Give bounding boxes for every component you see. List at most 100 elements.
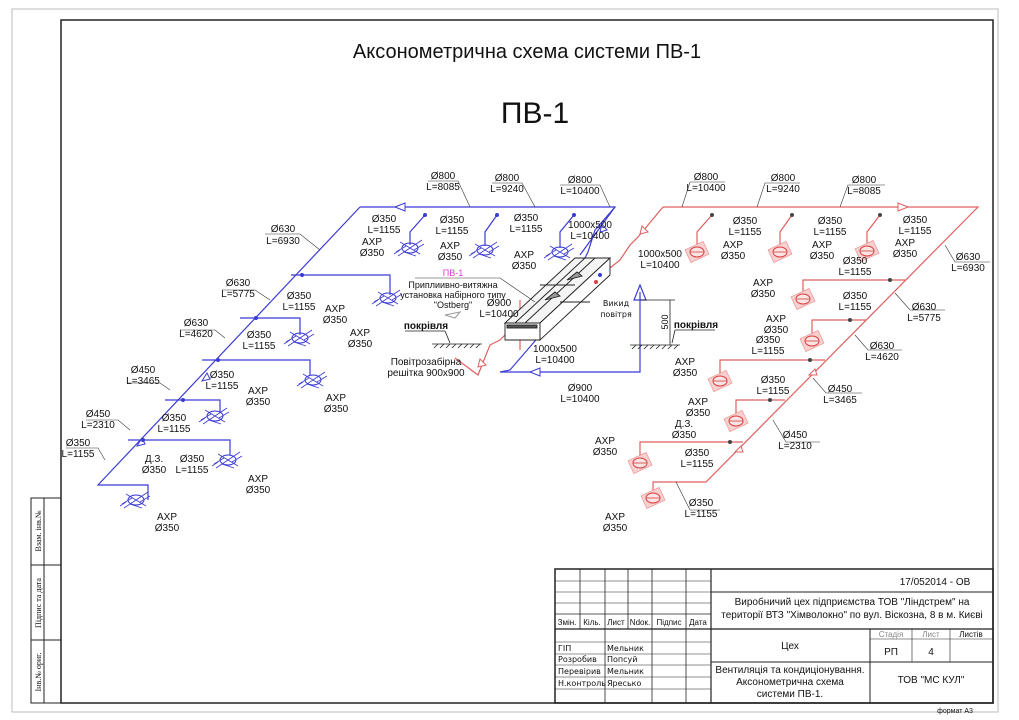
stage-header: Стадія: [879, 630, 904, 639]
col-header: Підпис: [657, 618, 682, 627]
exhaust-branch: [779, 214, 793, 248]
flow-arrow-icon: [733, 445, 744, 453]
diffuser-icon: [640, 486, 666, 510]
unit-desc: установка набірного типу: [400, 290, 506, 300]
dimension-label: L=1155: [681, 459, 714, 470]
role-label: Н.контроль: [558, 679, 606, 688]
diffuser-icon: [799, 329, 825, 353]
dimension-label: Ø350: [689, 498, 714, 509]
flow-arrow-icon: [599, 222, 608, 233]
dimension-label: Ø450: [86, 409, 111, 420]
diffuser-icon: [468, 241, 500, 259]
unit-leader: [415, 277, 536, 303]
dimension-label: АХР: [723, 240, 743, 251]
dimension-label: L=3465: [126, 376, 160, 387]
diffuser-icon: [684, 240, 710, 264]
dimension-label: L=5775: [907, 313, 941, 324]
dimension-label: АХР: [362, 237, 382, 248]
stage-value: РП: [884, 647, 898, 658]
dimension-label: L=4620: [179, 329, 213, 340]
supply-labels: Ø800 L=8085 Ø800 L=9240 Ø800 L=10400 Ø63…: [62, 171, 613, 534]
dimension-label: Ø350: [685, 448, 710, 459]
flow-arrow-icon: [639, 225, 649, 235]
dimension-label: АХР: [440, 241, 460, 252]
dimension-label: Ø350: [843, 291, 868, 302]
dimension-label: Ø350: [440, 215, 465, 226]
dimension-label: L=1155: [729, 227, 762, 238]
dimension-label: L=1155: [158, 424, 191, 435]
diffuser-icon: [198, 407, 230, 425]
dimension-label: Ø450: [828, 384, 853, 395]
dimension-label: L=8085: [847, 186, 881, 197]
dimension-label: Ø350: [672, 430, 697, 441]
signer-name: Яресько: [607, 679, 642, 688]
dimension-label: Ø800: [771, 173, 796, 184]
dimension-label: Д.З.: [145, 454, 163, 465]
damper-icon: [728, 440, 732, 444]
intake-grille-icon: [444, 311, 462, 319]
diffuser-icon: [543, 243, 575, 261]
dimension-label: Ø350: [761, 375, 786, 386]
damper-icon: [710, 213, 714, 217]
title-block: [554, 568, 994, 704]
col-header: Ndок.: [630, 618, 650, 627]
dimension-label: Ø900: [487, 298, 512, 309]
dimension-label: АХР: [595, 436, 615, 447]
supply-branch: [409, 214, 426, 245]
company-name: ТОВ "МС КУЛ": [898, 675, 965, 686]
dimension-label: Ø350: [247, 330, 272, 341]
dimension-label: Ø350: [721, 251, 746, 262]
project-name: Виробничий цех підприємства ТОВ "Ліндстр…: [735, 596, 970, 608]
dimension-label: Ø350: [323, 315, 348, 326]
project-name: території ВТЗ "Хімволокно" по вул. Віско…: [721, 610, 983, 621]
exhaust-rect-duct: [609, 206, 664, 269]
damper-icon: [572, 213, 576, 217]
damper-icon: [768, 398, 772, 402]
supply-branch: [559, 214, 575, 248]
flow-arrow-icon: [897, 202, 910, 212]
damper-icon: [888, 278, 892, 282]
dimension-label: L=1155: [368, 225, 401, 236]
diffuser-icon: [211, 451, 243, 469]
stamp-cell: Взам. інв.№: [34, 510, 43, 551]
dimension-label: Ø350: [372, 214, 397, 225]
dimension-label: L=10400: [570, 231, 610, 242]
stamp-cell: Підпис та дата: [34, 578, 43, 628]
unit-tag: ПВ-1: [443, 268, 463, 278]
dimension-label: Д.З.: [675, 419, 693, 430]
dimension-label: L=1155: [283, 302, 316, 313]
flow-arrow-icon: [528, 367, 541, 377]
dimension-label: Ø350: [162, 413, 187, 424]
dimension-label: L=1155: [839, 267, 872, 278]
dimension-label: Ø350: [893, 249, 918, 260]
roof-label-right: покрівля: [674, 320, 718, 331]
dimension-label: L=1155: [839, 302, 872, 313]
role-label: Розробив: [558, 655, 597, 664]
sheet-value: 4: [928, 647, 934, 658]
dimension-label: Ø800: [568, 175, 593, 186]
building-name: Цех: [781, 641, 799, 652]
flow-arrow-icon: [807, 368, 818, 376]
dimension-label: Ø350: [155, 523, 180, 534]
unit-desc: "Ostberg": [434, 300, 472, 310]
dimension-label: Ø350: [360, 248, 385, 259]
sheets-header: Листів: [959, 630, 982, 639]
dimension-label: L=10400: [640, 260, 680, 271]
dimension-label: Ø350: [512, 261, 537, 272]
signer-name: Мельник: [607, 667, 644, 676]
dimension-label: Ø630: [226, 278, 251, 289]
intake-label: решітка 900х900: [387, 368, 465, 379]
dimension-label: L=3465: [823, 395, 857, 406]
diffuser-icon: [627, 451, 653, 475]
col-header: Змін.: [558, 618, 577, 627]
flow-arrow-icon: [200, 371, 211, 382]
dimension-label: Ø350: [142, 465, 167, 476]
dimension-label: L=1155: [206, 381, 239, 392]
flow-arrow-icon: [393, 202, 406, 212]
dimension-label: L=10400: [479, 309, 519, 320]
paper-format: формат А3: [937, 708, 973, 715]
dimension-label: L=8085: [426, 182, 460, 193]
roof-label-left: покрівля: [404, 321, 448, 332]
sheet-title: системи ПВ-1.: [757, 689, 823, 700]
dimension-label: АХР: [350, 328, 370, 339]
